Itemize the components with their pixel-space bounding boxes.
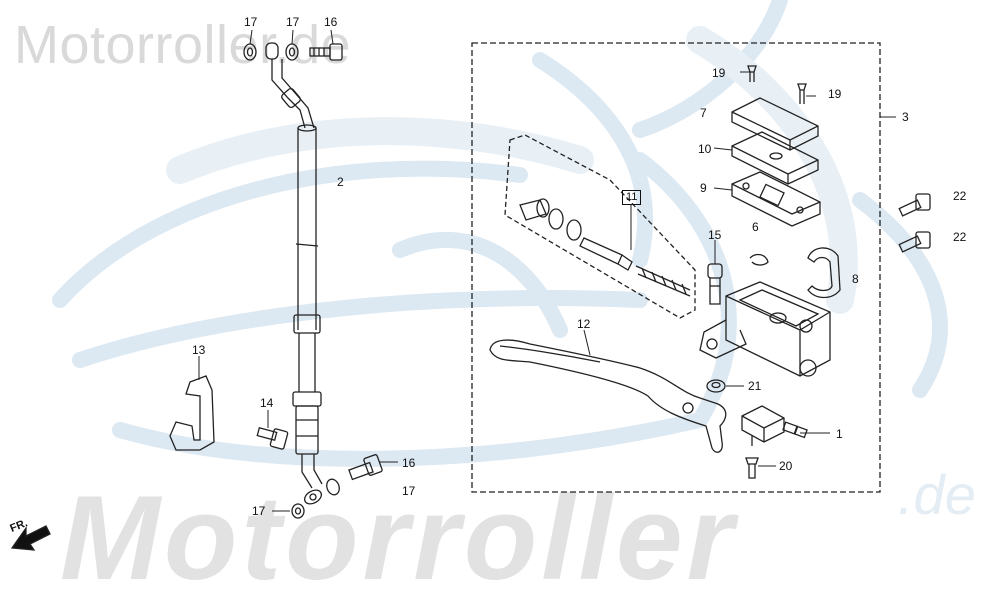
washer-17-bottom-right: [326, 478, 340, 496]
callout-16-a: 16: [324, 15, 338, 29]
callout-20: 20: [779, 459, 793, 473]
diaphragm-9: [731, 171, 821, 227]
callout-9: 9: [700, 181, 707, 195]
callout-19-a: 19: [712, 66, 726, 80]
washer-17-top-left: [243, 43, 257, 61]
diaphragm-plate-10: [731, 131, 819, 185]
holder-bolt-22-upper: [898, 193, 931, 217]
oil-bolt-16-top: [309, 43, 343, 61]
callout-17-c: 17: [402, 484, 416, 498]
assembly-box: [471, 42, 881, 493]
master-cylinder-holder-8: [807, 247, 841, 299]
callout-13: 13: [192, 343, 206, 357]
reservoir-cap-7: [731, 97, 819, 151]
brake-hose: [265, 42, 323, 505]
callout-6: 6: [752, 220, 759, 234]
callout-8: 8: [852, 272, 859, 286]
callout-1: 1: [836, 427, 843, 441]
piston-set-11: [519, 198, 691, 297]
parts-diagram: Motorroller.de Motorroller .de: [8, 0, 976, 598]
callout-22-b: 22: [953, 230, 967, 244]
callout-17-d: 17: [252, 504, 266, 518]
callout-2: 2: [337, 175, 344, 189]
part-drawings: [10, 29, 931, 551]
hose-clamp-13: [169, 375, 215, 451]
brake-lever-12: [489, 339, 727, 453]
oil-bolt-16-bottom: [348, 454, 383, 481]
callout-11: 11: [622, 190, 642, 205]
pivot-bolt-15: [707, 263, 723, 305]
callout-12: 12: [577, 317, 591, 331]
callout-7: 7: [700, 106, 707, 120]
nut-21: [706, 379, 726, 393]
callout-21: 21: [748, 379, 762, 393]
callout-17-a: 17: [244, 15, 258, 29]
washer-17-top-right: [285, 43, 299, 61]
watermark-suffix-text: .de: [898, 463, 976, 526]
callout-15: 15: [708, 228, 722, 242]
callout-16-b: 16: [402, 456, 416, 470]
front-direction-arrow: [10, 525, 51, 551]
washer-17-bottom-left: [291, 503, 305, 519]
master-cylinder-body-6: [699, 281, 831, 377]
callout-19-b: 19: [828, 87, 842, 101]
screw-19-right: [797, 83, 807, 104]
brake-light-switch-1: [741, 405, 808, 446]
holder-bolt-22-lower: [898, 231, 931, 253]
screw-19-left: [747, 65, 757, 82]
callout-17-b: 17: [286, 15, 300, 29]
callout-22-a: 22: [953, 189, 967, 203]
piston-subassembly-box: [504, 134, 696, 319]
screw-20: [745, 457, 759, 479]
bolt-14: [256, 427, 289, 450]
callout-10: 10: [698, 142, 712, 156]
callout-14: 14: [260, 396, 274, 410]
clip: [749, 253, 769, 266]
callout-3: 3: [902, 110, 909, 124]
